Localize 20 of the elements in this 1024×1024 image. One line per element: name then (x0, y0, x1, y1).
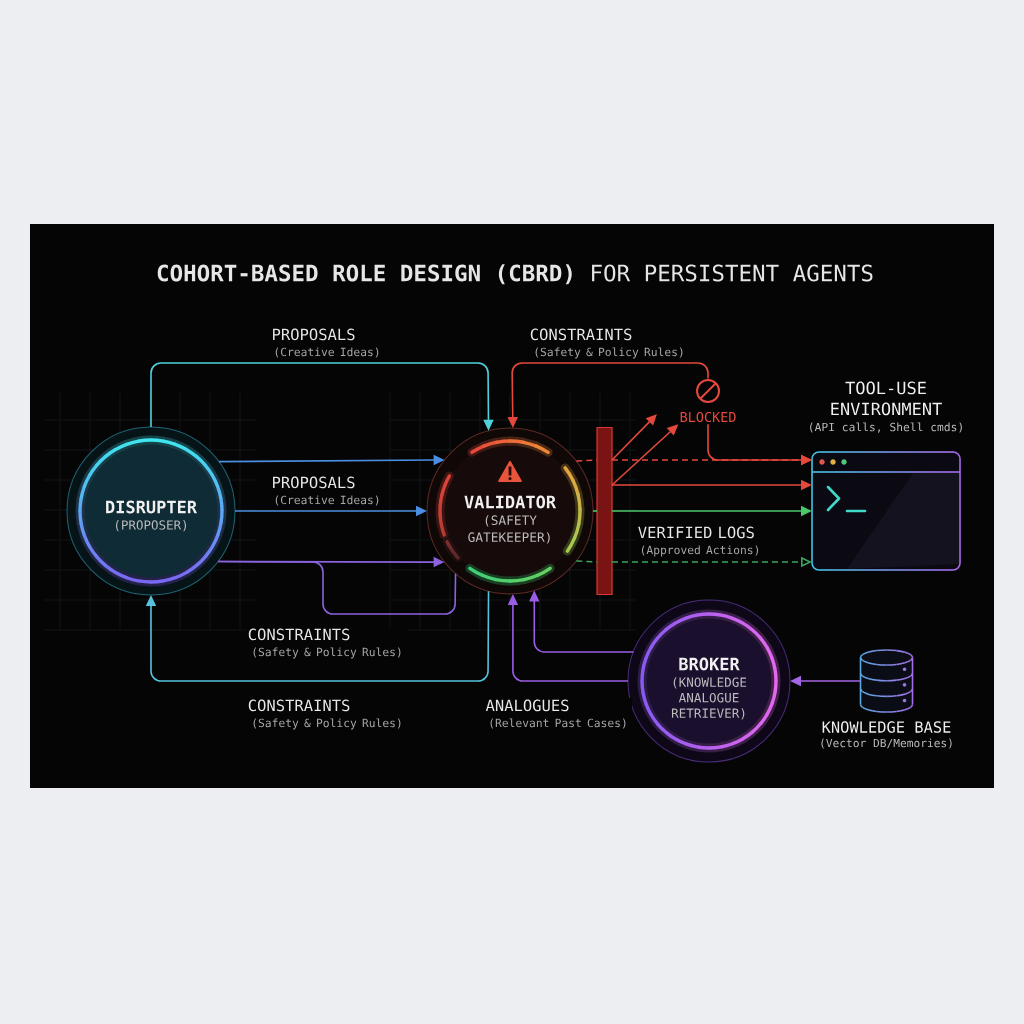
status-label: BLOCKED (680, 411, 736, 423)
connector-line (217, 560, 457, 615)
node-caption: (Vector DB/Memories) (821, 738, 952, 749)
title: COHORT-BASED ROLE DESIGN (CBRD) FOR PERSISTENT AGENTS (157, 264, 873, 285)
connector-line (575, 560, 598, 563)
edge-label: VERIFIED LOGS (Approved Actions) (636, 525, 764, 558)
edge-label: PROPOSALS (Creative Ideas) (270, 327, 384, 360)
edge-label: PROPOSALS (Creative Ideas) (270, 475, 384, 508)
arrow (145, 590, 490, 682)
node-heading: KNOWLEDGE BASE (822, 721, 951, 733)
edge-label: CONSTRAINTS (Safety & Policy Rules) (246, 627, 408, 660)
arrow (611, 414, 657, 461)
edge-label: CONSTRAINTS (Safety & Policy Rules) (528, 327, 690, 360)
node-caption: (API calls, Shell cmds) (810, 422, 962, 433)
connector-line (592, 510, 598, 512)
edge-label: ANALOGUES (Relevant Past Cases) (484, 698, 632, 731)
connector-line (575, 459, 598, 462)
gate-bar (596, 426, 613, 596)
edge-label: CONSTRAINTS (Safety & Policy Rules) (246, 698, 408, 731)
node-heading: TOOL-USE ENVIRONMENT (831, 381, 942, 416)
